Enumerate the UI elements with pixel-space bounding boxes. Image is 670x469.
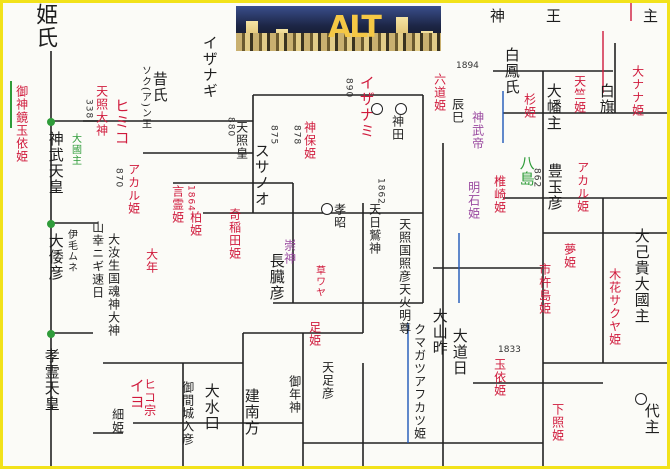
amenotomi-name: 天日鷲神: [367, 203, 382, 255]
mukashi-clan: 昔氏: [150, 71, 169, 103]
kouta-name: 孝昭: [332, 203, 347, 229]
lineage-lines: [10, 3, 667, 466]
konohana-hime: 木花サクヤ姫: [607, 268, 622, 346]
rokudou-hime: 六道姫: [432, 73, 447, 112]
oominakuchi-name: 大水口: [202, 383, 221, 431]
sushin-name: 崇神: [282, 239, 297, 265]
shirohata-label: 白旗: [597, 83, 616, 115]
year-1833: 1833: [498, 345, 521, 355]
amaterasu-name: 天照皇: [234, 121, 249, 160]
akaru-hime-2: アカル姫: [575, 161, 590, 213]
ookuninushi-note: 大國主: [69, 133, 81, 166]
akashi-hime: 明石姫: [466, 181, 481, 220]
kotoshiro-name: 代主: [642, 403, 661, 435]
banner-logo-text: ALT: [328, 10, 382, 45]
kanda-name: 神田: [390, 115, 405, 141]
toyotama-name: 豊玉彦: [545, 163, 564, 211]
hoso-hime: 細姫: [110, 408, 125, 434]
marker-ring: [395, 103, 407, 115]
jinmu-name: 神武天皇: [46, 131, 65, 195]
kotodama-hime: 言霊姫: [170, 185, 185, 224]
mimaki-name: 御間城入彦: [180, 381, 195, 446]
kouta-year: 1862: [375, 178, 386, 205]
ichikishima-hime: 市杵島姫: [537, 263, 552, 315]
tatsumi-name: 辰巳: [450, 98, 465, 124]
susanoo-name: スサノオ: [252, 143, 271, 207]
taishou-name: 大倭彦: [46, 233, 65, 281]
kushinada-hime: 奇稲田姫: [227, 208, 242, 260]
oomichi-name: 大道日: [450, 328, 469, 376]
kamitake-name: 神武帝: [470, 111, 485, 150]
sugi-hime: 杉姫: [522, 93, 537, 119]
mikoto-name: 天照国照彦天火明尊: [397, 218, 412, 335]
takeminakata-name: 建南方: [242, 388, 261, 436]
shiisaki-hime: 椎崎姫: [492, 175, 507, 214]
kashiwa-hime: 柏姫: [188, 211, 203, 237]
tenshou-name: 天照大神: [94, 85, 109, 137]
year-1894: 1894: [456, 61, 479, 71]
lineage-dot: [47, 220, 55, 228]
oohata-name: 大幡主: [544, 83, 563, 131]
top-label-kami: 神: [490, 7, 506, 25]
taishou-sub: 伊毛ムネ: [65, 229, 77, 273]
yamato-name: 山幸ニギ速日: [90, 221, 105, 299]
akaru-hime: アカル姫: [126, 163, 141, 215]
kamiho-year: 878: [291, 125, 302, 146]
izanami-name: イザナミ: [357, 75, 376, 139]
yashima-name: 八島: [517, 155, 536, 187]
lineage-dot: [47, 118, 55, 126]
iyo-name: イヨ: [127, 378, 146, 410]
tamayori-hime-2: 玉依姫: [492, 358, 507, 397]
nagasune-name: 長臓彦: [267, 253, 286, 301]
tenjiku-hime: 天竺姫: [572, 75, 587, 114]
yume-hime: 夢姫: [562, 243, 577, 269]
toyotama-year: 862: [531, 168, 542, 189]
ooyamakui-name: 大山昨: [430, 308, 449, 356]
tenshou-year: 338: [83, 99, 94, 120]
top-label-nushi: 主: [643, 7, 659, 25]
kusawaya-name: 草ワヤ: [313, 265, 325, 298]
ookuninushi-name: 大己貴大國主: [632, 228, 651, 324]
corner-title: 姫氏: [32, 3, 58, 49]
lineage-dot: [47, 330, 55, 338]
shimoteru-hime: 下照姫: [550, 403, 565, 442]
marker-ring: [371, 103, 383, 115]
oonana-hime: 大ナナ姫: [630, 65, 645, 117]
header-banner-image: ALT: [236, 6, 441, 51]
amatarashi-name: 天足彦: [320, 361, 335, 400]
ashi-hime: 足姫: [307, 321, 322, 347]
izanami-year: 890: [343, 78, 354, 99]
kourei-name: 孝霊天皇: [42, 348, 61, 412]
akaru-year: 870: [113, 168, 124, 189]
marker-ring: [321, 203, 333, 215]
kumagatsu-hime: クマガツアフカツ姫: [412, 323, 427, 440]
hikomune-name: ヒコ宗: [142, 378, 157, 417]
susanoo-year: 875: [268, 125, 279, 146]
kotodama-year: 1864: [185, 185, 196, 212]
hakuhou-clan: 白鳳氏: [502, 47, 521, 95]
himiko-name: ヒミコ: [112, 98, 131, 146]
izanagi-name: イザナギ: [200, 35, 219, 99]
otoshi-name: 御年神: [287, 375, 302, 414]
mikagami-label: 御神鏡玉依姫: [14, 85, 29, 163]
otoyama-name: 大汝生国魂神大神: [106, 233, 121, 337]
ootoshi-name: 大年: [144, 248, 159, 274]
sokuou-name: ソク(ア)ン王: [139, 65, 151, 130]
kamiho-hime: 神保姫: [302, 121, 317, 160]
top-label-ou: 王: [546, 7, 562, 25]
amaterasu-year: 880: [225, 117, 236, 138]
marker-ring: [635, 393, 647, 405]
